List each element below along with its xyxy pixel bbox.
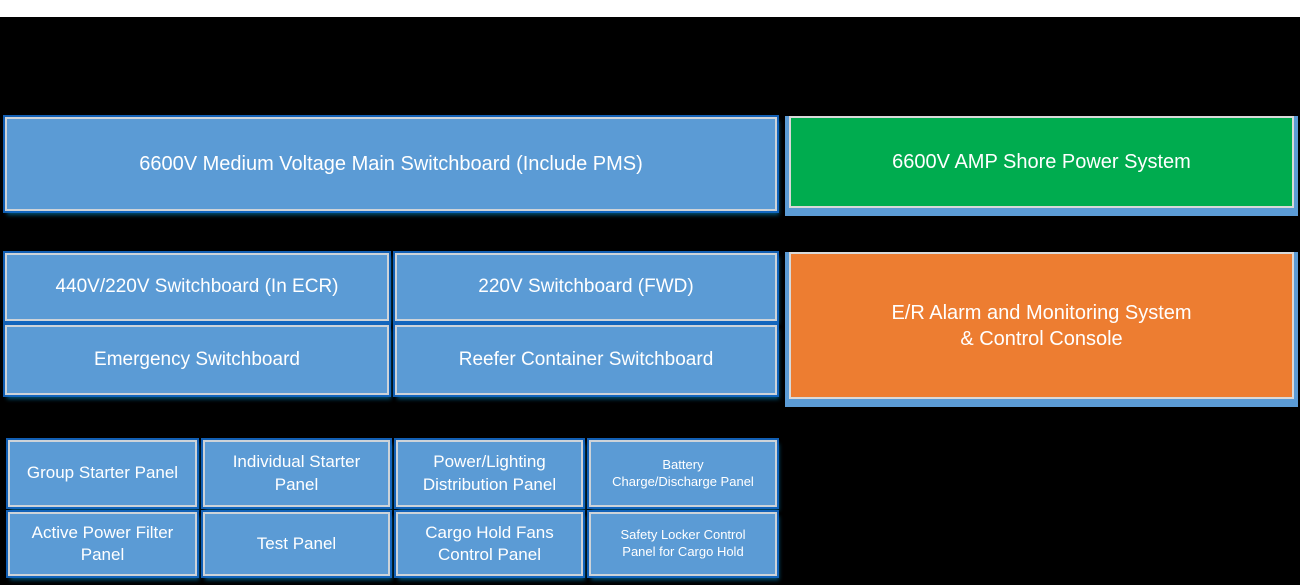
box-reefer-container-switchboard-body: Reefer Container Switchboard [395,325,777,395]
box-440v-220v-switchboard-ecr-label: 440V/220V Switchboard (In ECR) [55,275,339,297]
box-er-alarm-monitoring-console: E/R Alarm and Monitoring System & Contro… [785,252,1298,407]
box-emergency-switchboard-label: Emergency Switchboard [94,348,300,370]
box-220v-switchboard-fwd-body: 220V Switchboard (FWD) [395,253,777,321]
box-shore-power-body: 6600V AMP Shore Power System [789,116,1294,208]
box-cargo-hold-fans-control-panel-body: Cargo Hold Fans Control Panel [396,512,583,576]
box-6600v-main-switchboard-body: 6600V Medium Voltage Main Switchboard (I… [5,117,777,211]
box-battery-charge-discharge-panel-body: Battery Charge/Discharge Panel [589,440,777,507]
box-group-starter-panel-body: Group Starter Panel [8,440,197,507]
box-individual-starter-panel-body: Individual Starter Panel [203,440,390,507]
box-test-panel-label: Test Panel [256,533,337,553]
box-power-lighting-distribution-panel-body: Power/Lighting Distribution Panel [396,440,583,507]
box-er-alarm-monitoring-console-label: E/R Alarm and Monitoring System & Contro… [891,301,1192,350]
box-6600v-main-switchboard-label: 6600V Medium Voltage Main Switchboard (I… [139,153,643,175]
box-group-starter-panel-label: Group Starter Panel [26,463,179,483]
top-white-strip [0,0,1300,17]
box-battery-charge-discharge-panel: Battery Charge/Discharge Panel [589,440,777,507]
box-test-panel: Test Panel [203,512,390,576]
box-emergency-switchboard: Emergency Switchboard [5,325,389,395]
box-active-power-filter-panel-label: Active Power Filter Panel [31,522,174,564]
box-test-panel-body: Test Panel [203,512,390,576]
box-power-lighting-distribution-panel: Power/Lighting Distribution Panel [396,440,583,507]
box-6600v-main-switchboard: 6600V Medium Voltage Main Switchboard (I… [5,117,777,211]
box-power-lighting-distribution-panel-label: Power/Lighting Distribution Panel [422,452,557,494]
box-safety-locker-control-panel: Safety Locker Control Panel for Cargo Ho… [589,512,777,576]
box-active-power-filter-panel-body: Active Power Filter Panel [8,512,197,576]
box-reefer-container-switchboard-label: Reefer Container Switchboard [458,348,714,370]
box-active-power-filter-panel: Active Power Filter Panel [8,512,197,576]
box-shore-power-label: 6600V AMP Shore Power System [892,151,1191,173]
box-individual-starter-panel: Individual Starter Panel [203,440,390,507]
box-group-starter-panel: Group Starter Panel [8,440,197,507]
box-safety-locker-control-panel-label: Safety Locker Control Panel for Cargo Ho… [620,527,746,559]
box-safety-locker-control-panel-body: Safety Locker Control Panel for Cargo Ho… [589,512,777,576]
box-er-alarm-monitoring-console-body: E/R Alarm and Monitoring System & Contro… [789,252,1294,399]
box-440v-220v-switchboard-ecr: 440V/220V Switchboard (In ECR) [5,253,389,321]
box-cargo-hold-fans-control-panel: Cargo Hold Fans Control Panel [396,512,583,576]
box-individual-starter-panel-label: Individual Starter Panel [232,452,361,494]
box-reefer-container-switchboard: Reefer Container Switchboard [395,325,777,395]
box-220v-switchboard-fwd-label: 220V Switchboard (FWD) [478,275,694,297]
diagram-canvas: 6600V Medium Voltage Main Switchboard (I… [0,17,1300,585]
box-220v-switchboard-fwd: 220V Switchboard (FWD) [395,253,777,321]
box-battery-charge-discharge-panel-label: Battery Charge/Discharge Panel [612,456,754,489]
box-emergency-switchboard-body: Emergency Switchboard [5,325,389,395]
box-shore-power: 6600V AMP Shore Power System [785,116,1298,216]
box-440v-220v-switchboard-ecr-body: 440V/220V Switchboard (In ECR) [5,253,389,321]
box-cargo-hold-fans-control-panel-label: Cargo Hold Fans Control Panel [425,522,554,564]
